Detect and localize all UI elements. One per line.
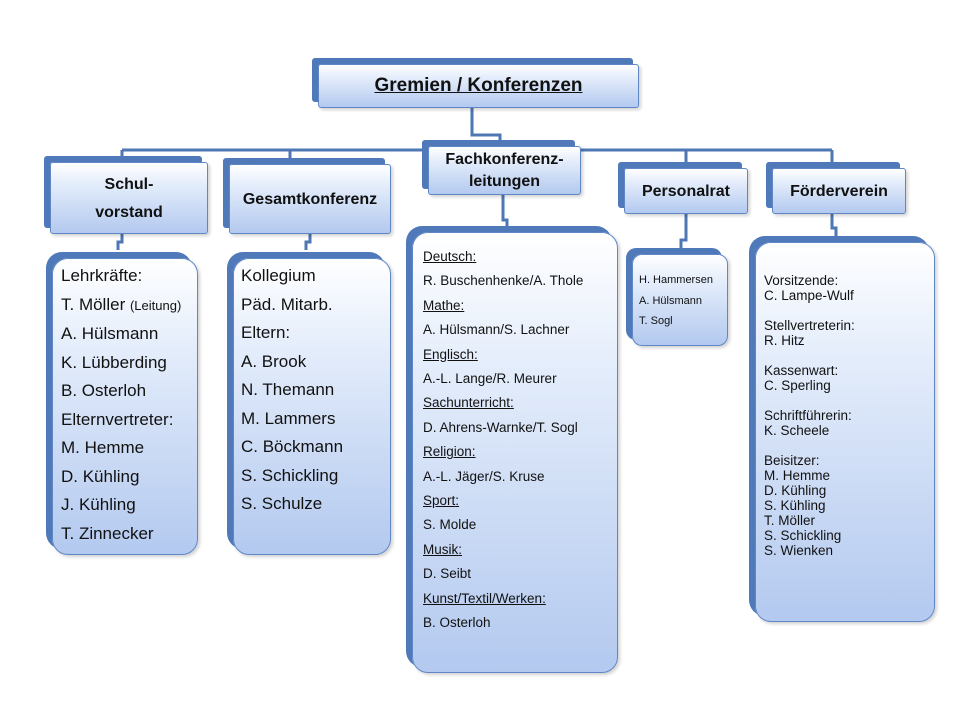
list-item: S. Wienken xyxy=(764,543,834,558)
header-gesamtkonferenz: Gesamtkonferenz xyxy=(229,164,391,234)
fv-label: Vorsitzende: xyxy=(764,273,839,288)
fv-label: Schriftführerin: xyxy=(764,408,852,423)
panel-schulvorstand: Lehrkräfte: T. Möller (Leitung) A. Hülsm… xyxy=(52,258,198,555)
leads-mathe: A. Hülsmann/S. Lachner xyxy=(423,322,570,338)
subject-religion: Religion: xyxy=(423,444,476,460)
leads-religion: A.-L. Jäger/S. Kruse xyxy=(423,468,545,484)
list-item: N. Themann xyxy=(241,380,335,399)
header-personalrat-label: Personalrat xyxy=(641,182,731,200)
panel-personalrat: H. Hammersen A. Hülsmann T. Sogl xyxy=(632,254,728,346)
list-item: D. Kühling xyxy=(61,466,140,486)
list-item: H. Hammersen xyxy=(639,274,713,286)
subject-kunst-textil-werken: Kunst/Textil/Werken: xyxy=(423,590,546,606)
subject-englisch: Englisch: xyxy=(423,346,478,362)
connector-root-trunk xyxy=(470,108,502,145)
connector-personalrat-panel xyxy=(679,214,688,248)
beisitzer-list: M. Hemme D. Kühling S. Kühling T. Möller… xyxy=(764,468,934,558)
list-item: Lehrkräfte: xyxy=(61,266,143,285)
list-item: D. Kühling xyxy=(764,483,827,498)
list-item: Eltern: xyxy=(241,323,291,342)
page-title: Gremien / Konferenzen xyxy=(374,75,583,96)
subject-sachunterricht: Sachunterricht: xyxy=(423,395,514,411)
fv-group-beisitzer: Beisitzer: M. Hemme D. Kühling S. Kühlin… xyxy=(764,453,934,558)
gesamtkonferenz-list: Kollegium Päd. Mitarb. Eltern: A. Brook … xyxy=(234,259,390,519)
header-schulvorstand-line-1: Schul- xyxy=(104,175,154,193)
panel-foerderverein: Vorsitzende: C. Lampe-Wulf Stellvertrete… xyxy=(755,242,935,622)
fv-label: Beisitzer: xyxy=(764,453,820,468)
panel-gesamtkonferenz: Kollegium Päd. Mitarb. Eltern: A. Brook … xyxy=(233,258,391,555)
list-item: K. Lübberding xyxy=(61,352,167,372)
header-foerderverein-label: Förderverein xyxy=(790,182,888,200)
leitung-note: (Leitung) xyxy=(129,297,182,313)
fv-name: K. Scheele xyxy=(764,423,830,438)
schulvorstand-list: Lehrkräfte: T. Möller (Leitung) A. Hülsm… xyxy=(53,259,197,548)
fv-label: Kassenwart: xyxy=(764,363,839,378)
list-item: Kollegium xyxy=(241,266,316,285)
list-item: A. Hülsmann xyxy=(639,294,702,307)
header-schulvorstand: Schul- vorstand xyxy=(50,162,208,234)
leads-sport: S. Molde xyxy=(423,517,477,533)
fv-group-stellvertreterin: Stellvertreterin: R. Hitz xyxy=(764,318,934,348)
subject-deutsch: Deutsch: xyxy=(423,249,477,264)
list-item: S. Schickling xyxy=(764,528,842,543)
list-item: T. Möller xyxy=(764,513,816,528)
subject-sport: Sport: xyxy=(423,493,460,509)
list-item: B. Osterloh xyxy=(61,381,147,400)
fachkonferenz-list: Deutsch: R. Buschenhenke/A. Thole Mathe:… xyxy=(413,233,617,636)
fv-name: C. Lampe-Wulf xyxy=(764,288,854,303)
connector-foerderverein-panel xyxy=(830,214,838,236)
header-fach-line-2: leitungen xyxy=(468,172,541,190)
connector-schulvorstand-panel xyxy=(116,234,124,250)
header-gesamtkonferenz-label: Gesamtkonferenz xyxy=(242,190,378,208)
list-item: S. Schulze xyxy=(241,494,323,513)
foerderverein-content: Vorsitzende: C. Lampe-Wulf Stellvertrete… xyxy=(756,243,934,558)
header-personalrat: Personalrat xyxy=(624,168,748,214)
list-item: M. Hemme xyxy=(61,438,145,457)
leads-englisch: A.-L. Lange/R. Meurer xyxy=(423,371,557,387)
header-schulvorstand-line-2: vorstand xyxy=(95,203,163,221)
list-item: T. Sogl xyxy=(639,315,673,327)
subject-musik: Musik: xyxy=(423,541,463,557)
connector-gesamtkonferenz-panel xyxy=(304,234,312,250)
fv-group-schriftfuehrerin: Schriftführerin: K. Scheele xyxy=(764,408,934,438)
list-item: A. Hülsmann xyxy=(61,324,159,343)
fv-name: C. Sperling xyxy=(764,378,831,393)
leads-sachunterricht: D. Ahrens-Warnke/T. Sogl xyxy=(423,419,578,435)
list-item: M. Hemme xyxy=(764,468,831,483)
subject-mathe: Mathe: xyxy=(423,297,465,313)
leads-deutsch: R. Buschenhenke/A. Thole xyxy=(423,273,584,289)
list-item: T. Möller (Leitung) xyxy=(61,294,182,314)
fv-name: R. Hitz xyxy=(764,333,805,348)
fv-group-vorsitzende: Vorsitzende: C. Lampe-Wulf xyxy=(764,273,934,303)
list-item: S. Schickling xyxy=(241,465,339,485)
list-item: S. Kühling xyxy=(764,498,826,513)
panel-fachkonferenzleitungen: Deutsch: R. Buschenhenke/A. Thole Mathe:… xyxy=(412,232,618,673)
list-item: J. Kühling xyxy=(61,495,136,514)
list-item: Päd. Mitarb. xyxy=(241,294,333,314)
leads-musik: D. Seibt xyxy=(423,566,472,582)
list-item: Elternvertreter: xyxy=(61,409,174,429)
list-item: T. Zinnecker xyxy=(61,523,154,543)
leads-kunst-textil-werken: B. Osterloh xyxy=(423,615,491,631)
list-item: A. Brook xyxy=(241,351,307,371)
header-fachkonferenzleitungen: Fachkonferenz- leitungen xyxy=(428,146,581,195)
list-item: M. Lammers xyxy=(241,408,336,428)
header-fach-line-1: Fachkonferenz- xyxy=(445,150,564,168)
fv-label: Stellvertreterin: xyxy=(764,318,855,333)
header-foerderverein: Förderverein xyxy=(772,168,906,214)
fv-group-kassenwart: Kassenwart: C. Sperling xyxy=(764,363,934,393)
title-box: Gremien / Konferenzen xyxy=(318,64,639,108)
connector-fach-panel xyxy=(501,195,509,226)
list-item: C. Böckmann xyxy=(241,437,344,456)
personalrat-list: H. Hammersen A. Hülsmann T. Sogl xyxy=(633,255,727,332)
